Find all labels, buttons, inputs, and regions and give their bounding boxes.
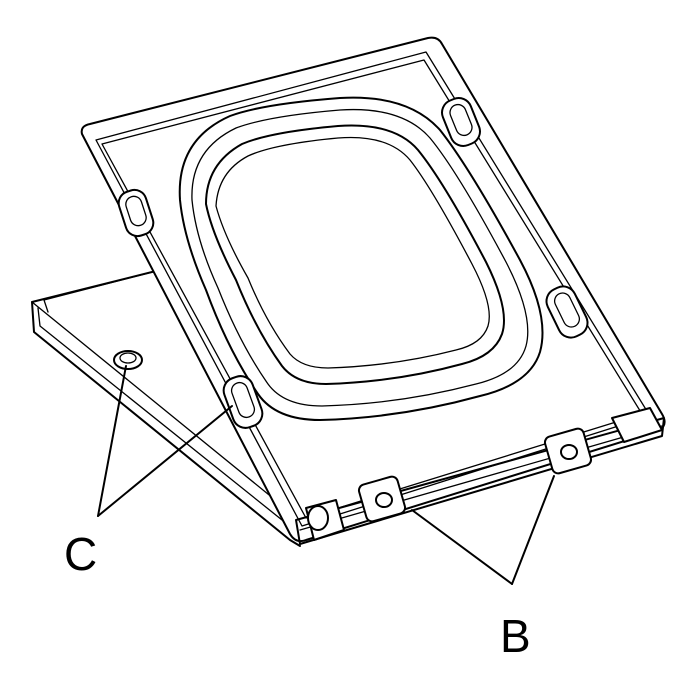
label-c: C <box>64 528 97 580</box>
lid-buffer-top-right <box>441 97 481 147</box>
lid-buffer-c2 <box>222 375 264 429</box>
lid-buffer-mid-right <box>545 285 589 339</box>
lid-buffer-top-left <box>117 188 155 238</box>
base-buffer-c1 <box>113 350 143 370</box>
seat-lid <box>80 36 666 543</box>
hinge-b-left <box>357 475 407 523</box>
leader-lines <box>97 365 555 585</box>
hinge-b-right <box>543 427 593 475</box>
label-b: B <box>500 610 531 662</box>
hinge-strip <box>295 407 665 545</box>
